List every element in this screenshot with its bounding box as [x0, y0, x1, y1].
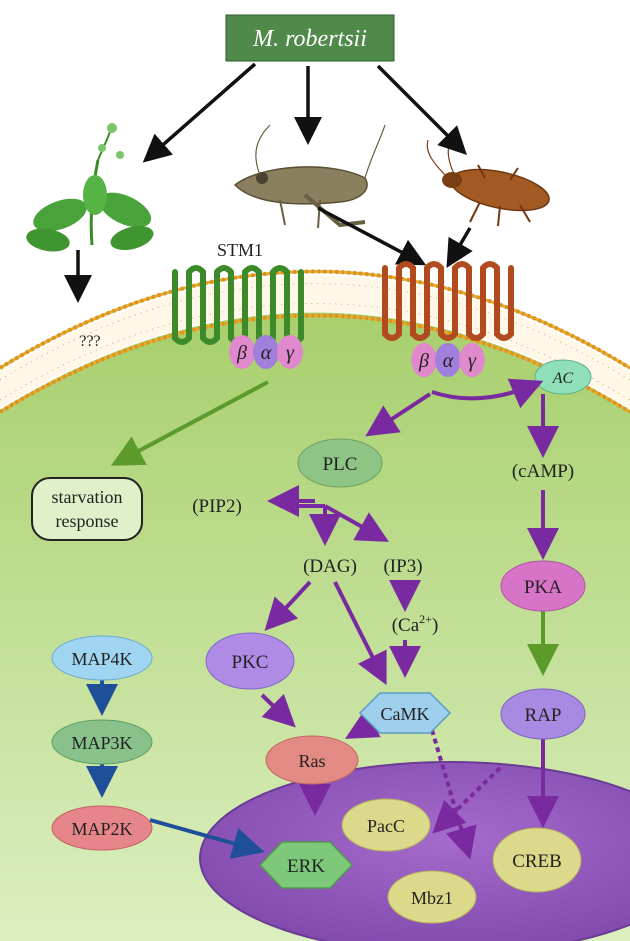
creb-label: CREB — [512, 851, 562, 872]
g-protein-left: β α γ — [229, 335, 303, 369]
ac-label: AC — [552, 370, 574, 387]
beta-right: β — [418, 350, 429, 372]
alpha-left: α — [261, 342, 272, 364]
ip3-label: (IP3) — [383, 556, 422, 577]
map3k-node — [51, 719, 153, 765]
map4k-label: MAP4K — [71, 649, 132, 669]
mbz1-label: Mbz1 — [411, 888, 453, 908]
map2k-label: MAP2K — [71, 819, 132, 839]
pacc-node — [341, 798, 431, 852]
beta-left: β — [236, 342, 247, 364]
plant-image — [26, 123, 154, 252]
pka-node — [500, 560, 586, 612]
camk-node — [358, 692, 452, 734]
plc-node — [297, 438, 383, 488]
dashed-arrows — [430, 729, 502, 860]
title-box — [225, 14, 395, 62]
map4k-node — [51, 635, 153, 681]
plc-label: PLC — [323, 454, 358, 475]
cell-membrane — [0, 269, 630, 414]
title: M. robertsii — [252, 26, 367, 52]
starvation-response-box — [31, 477, 143, 541]
rap-label: RAP — [525, 705, 562, 726]
gamma-left: γ — [286, 342, 295, 364]
pip2-label: (PIP2) — [192, 496, 242, 517]
ras-node — [265, 735, 359, 785]
mbz1-node — [387, 870, 477, 924]
ac-node — [534, 359, 592, 395]
green-arrows — [110, 380, 559, 676]
g-protein-right: β α γ — [411, 343, 485, 377]
erk-node — [258, 841, 354, 889]
rap-node — [500, 688, 586, 740]
purple-arrows — [260, 378, 559, 828]
cockroach-image — [426, 137, 550, 227]
ras-label: Ras — [299, 751, 326, 771]
creb-node — [492, 827, 582, 893]
erk-label: ERK — [287, 856, 325, 877]
gamma-right: γ — [468, 350, 477, 372]
starvation-line2: response — [56, 511, 119, 531]
ca-label: (Ca2+) — [392, 612, 439, 636]
alpha-right: α — [443, 350, 454, 372]
insect-receptor — [382, 261, 514, 341]
pka-label: PKA — [524, 577, 562, 598]
camk-label: CaMK — [381, 704, 430, 724]
stm1-label: STM1 — [217, 240, 263, 260]
pkc-label: PKC — [232, 652, 269, 673]
arrows-from-title — [64, 62, 473, 303]
map3k-label: MAP3K — [71, 733, 132, 753]
pacc-label: PacC — [367, 816, 405, 836]
map2k-node — [51, 805, 153, 851]
starvation-line1: starvation — [52, 487, 123, 507]
camp-label: (cAMP) — [512, 461, 574, 482]
unknown-receptor-label: ??? — [79, 333, 100, 350]
grasshopper-image — [233, 124, 386, 229]
pkc-node — [205, 632, 295, 690]
dag-label: (DAG) — [303, 556, 357, 577]
blue-arrows — [86, 680, 265, 859]
